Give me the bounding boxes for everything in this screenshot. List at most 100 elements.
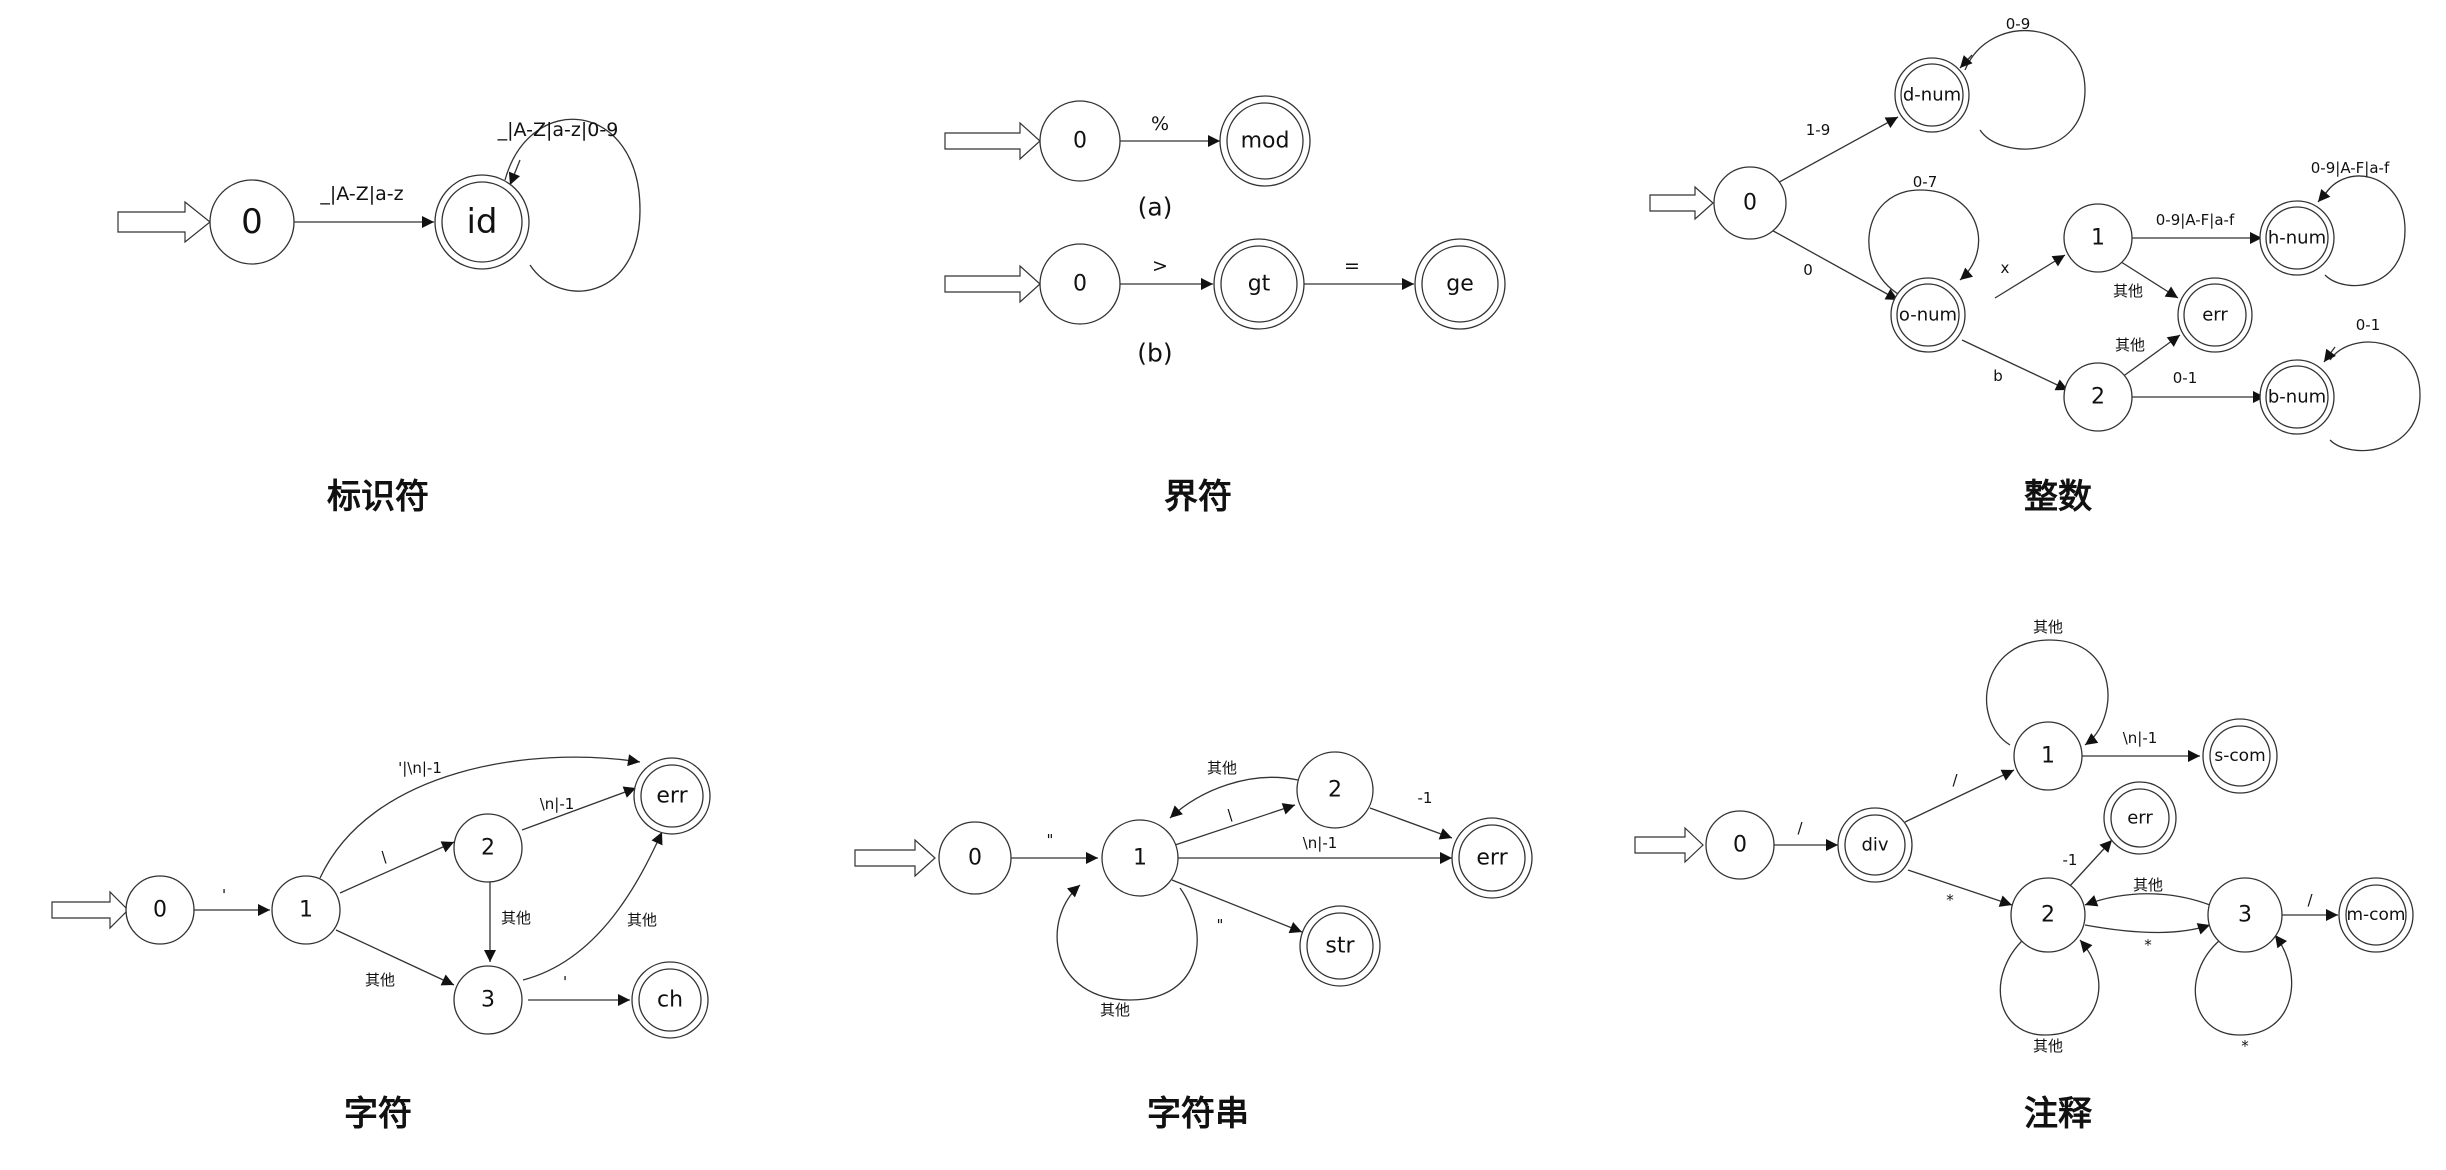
state-2: [1296, 751, 1374, 829]
state-scom-inner: [2209, 725, 2271, 787]
edge-2-err: [2117, 334, 2181, 381]
loop-2: [1999, 937, 2100, 1036]
caption-b: (b): [1137, 339, 1172, 368]
loop-bnum: [2329, 341, 2421, 452]
caption-a: (a): [1138, 193, 1173, 222]
edge-label-1-scom: \n|-1: [2123, 729, 2158, 747]
integer-dfa: 1-9 0-9 0 0-7 x b 0-9|A-F|a-f 0-9|A-F|a-…: [1649, 15, 2421, 517]
edge-label-onum-2: b: [1993, 367, 2003, 385]
state-label-1: 1: [1133, 846, 1147, 871]
state-label-2: 2: [2041, 903, 2055, 928]
edge-2-err: [1369, 807, 1453, 840]
edge-label-div-1: /: [1952, 771, 1958, 789]
start-arrow: [117, 200, 211, 244]
edge-label-1-loop: 其他: [1100, 1001, 1130, 1019]
edge-label-1-2: \: [1227, 806, 1233, 824]
state-0: [125, 875, 195, 945]
title-string: 字符串: [1147, 1094, 1249, 1134]
state-1: [271, 875, 341, 945]
loop-hnum-arrow: [2317, 187, 2331, 203]
state-label-hnum: h-num: [2268, 228, 2326, 249]
state-label-err: err: [2127, 808, 2153, 829]
start-arrow-a: [944, 121, 1041, 161]
comment-dfa: / / 其他 \n|-1 * -1 * 其他 其他 * / 0 div 1 s-…: [1634, 618, 2414, 1134]
state-hnum-inner: [2265, 206, 2329, 270]
start-arrow: [854, 838, 936, 878]
edge-2-3: [2084, 923, 2211, 935]
state-gt-inner: [1220, 245, 1298, 323]
state-label-err: err: [2202, 305, 2228, 326]
edge-label-hnum-loop: 0-9|A-F|a-f: [2311, 159, 2390, 177]
edge-label-3-ch: ': [563, 973, 567, 991]
state-label-ge: ge: [1446, 272, 1474, 297]
state-label-0: 0: [1743, 191, 1757, 216]
start-arrow: [1634, 826, 1704, 864]
edge-0-onum: [1767, 227, 1899, 301]
state-err-inner: [1458, 824, 1526, 892]
edge-label-bnum-loop: 0-1: [2356, 316, 2381, 334]
identifier-dfa: _|A-Z|a-z _|A-Z|a-z|0-9 0 id 标识符: [117, 118, 641, 517]
state-label-2: 2: [1328, 778, 1342, 803]
state-label-0: 0: [241, 202, 263, 242]
delimiter-dfa: % 0 mod (a) > = 0 gt ge (b) 界符: [944, 95, 1506, 517]
edge-label-0-div: /: [1797, 819, 1803, 837]
state-mod-inner: [1226, 102, 1304, 180]
state-2: [453, 813, 523, 883]
state-label-onum: o-num: [1899, 305, 1957, 326]
state-0: [1705, 810, 1775, 880]
state-label-gt: gt: [1248, 272, 1271, 297]
edge-2-err: [2067, 839, 2113, 889]
edge-label-0-1: ': [222, 886, 226, 904]
state-3: [2207, 877, 2283, 953]
title-delimiter: 界符: [1164, 477, 1232, 517]
title-comment: 注释: [2024, 1094, 2093, 1134]
edge-label-1-err: '|\n|-1: [398, 759, 442, 777]
edge-label-2-err: 其他: [2115, 336, 2145, 354]
loop-id: [504, 118, 641, 292]
state-1: [1101, 819, 1179, 897]
state-label-1: 1: [2091, 226, 2105, 251]
edge-2-err: [521, 786, 637, 831]
state-label-id: id: [466, 202, 497, 242]
edge-1-3: [335, 929, 455, 986]
edge-label-3-loop: *: [2241, 1037, 2249, 1055]
start-arrow-b: [944, 264, 1041, 304]
string-dfa: " \ 其他 -1 \n|-1 " 其他 0 1 2 err str 字符串: [854, 751, 1533, 1134]
loop-1: [1056, 884, 1198, 1001]
edge-1-2: [1174, 803, 1296, 846]
edge-label-1-2: \: [381, 848, 387, 866]
state-label-bnum: b-num: [2268, 387, 2326, 408]
loop-1: [1985, 639, 2109, 746]
edge-label-2-3: 其他: [501, 909, 531, 927]
state-1: [2013, 721, 2083, 791]
edge-label-3-err: 其他: [627, 911, 657, 929]
state-label-dnum: d-num: [1903, 85, 1961, 106]
state-mcom-inner: [2345, 884, 2407, 946]
state-0: [209, 179, 295, 265]
edge-label-2-1: 其他: [1207, 759, 1237, 777]
loop-bnum-arrow: [2323, 346, 2336, 363]
state-label-2: 2: [481, 836, 495, 861]
edge-label-1-err: 其他: [2113, 282, 2143, 300]
edge-label-0-mod: %: [1151, 113, 1169, 135]
state-bnum-inner: [2265, 365, 2329, 429]
edge-0-dnum: [1771, 116, 1899, 187]
edge-label-0-1: ": [1047, 831, 1054, 849]
edge-label-1-err: \n|-1: [1303, 834, 1338, 852]
edge-3-err: [522, 831, 663, 981]
state-3: [453, 965, 523, 1035]
state-0: [938, 821, 1012, 895]
state-label-0-b: 0: [1073, 272, 1087, 297]
state-label-err: err: [656, 784, 688, 809]
edge-1-err: [2117, 259, 2179, 299]
edge-2-1: [1169, 776, 1299, 819]
loop-hnum: [2321, 175, 2406, 287]
state-label-scom: s-com: [2214, 746, 2265, 766]
edge-onum-2: [1961, 339, 2069, 391]
state-label-mod: mod: [1241, 129, 1290, 154]
state-1: [2063, 203, 2133, 273]
title-integer: 整数: [2024, 477, 2092, 517]
edge-label-1-3: 其他: [365, 971, 395, 989]
title-char: 字符: [344, 1094, 412, 1134]
loop-onum: [1868, 189, 1980, 299]
